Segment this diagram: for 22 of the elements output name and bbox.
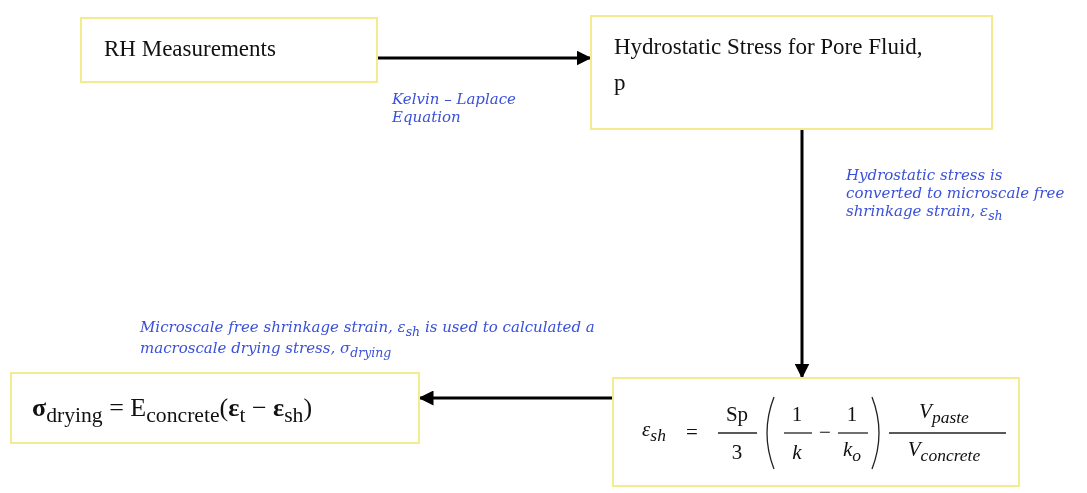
formula-term: 1: [791, 403, 803, 425]
box-text: Hydrostatic Stress for Pore Fluid, p: [614, 33, 924, 97]
formula-term: 1: [846, 403, 858, 425]
edge-label: Hydrostatic stress is converted to microscale free shrinkage strain, ε$_{sh}$: [846, 166, 1066, 223]
edge-label: Microscale free shrinkage strain, ε$_{sh}$ is used to calculated a macroscale drying stress, σ$_{drying}$: [140, 318, 596, 360]
formula-term: Sp: [725, 403, 749, 425]
formula-term: −: [819, 421, 831, 443]
edge-label: Kelvin – Laplace Equation: [392, 90, 517, 126]
formula-term: k$_{o}$: [842, 439, 862, 465]
formula-term: V$_{paste}$: [919, 401, 969, 427]
formula-term: ε$_{sh}$: [642, 419, 666, 445]
formula-term: =: [686, 421, 698, 443]
box-text: RH Measurements: [104, 35, 277, 63]
process-box: [80, 17, 378, 83]
formula-term: 3: [731, 441, 743, 463]
process-box: [590, 15, 993, 130]
formula-text: σ$_{drying}$ = E$_{concrete}$(ε$_{t}$ − ε$_{sh}$): [32, 392, 313, 429]
arrow: [794, 130, 810, 379]
arrow: [378, 50, 592, 66]
formula-box: [10, 372, 420, 444]
formula-term: k: [792, 441, 802, 463]
formula-term: V$_{concrete}$: [907, 439, 981, 465]
